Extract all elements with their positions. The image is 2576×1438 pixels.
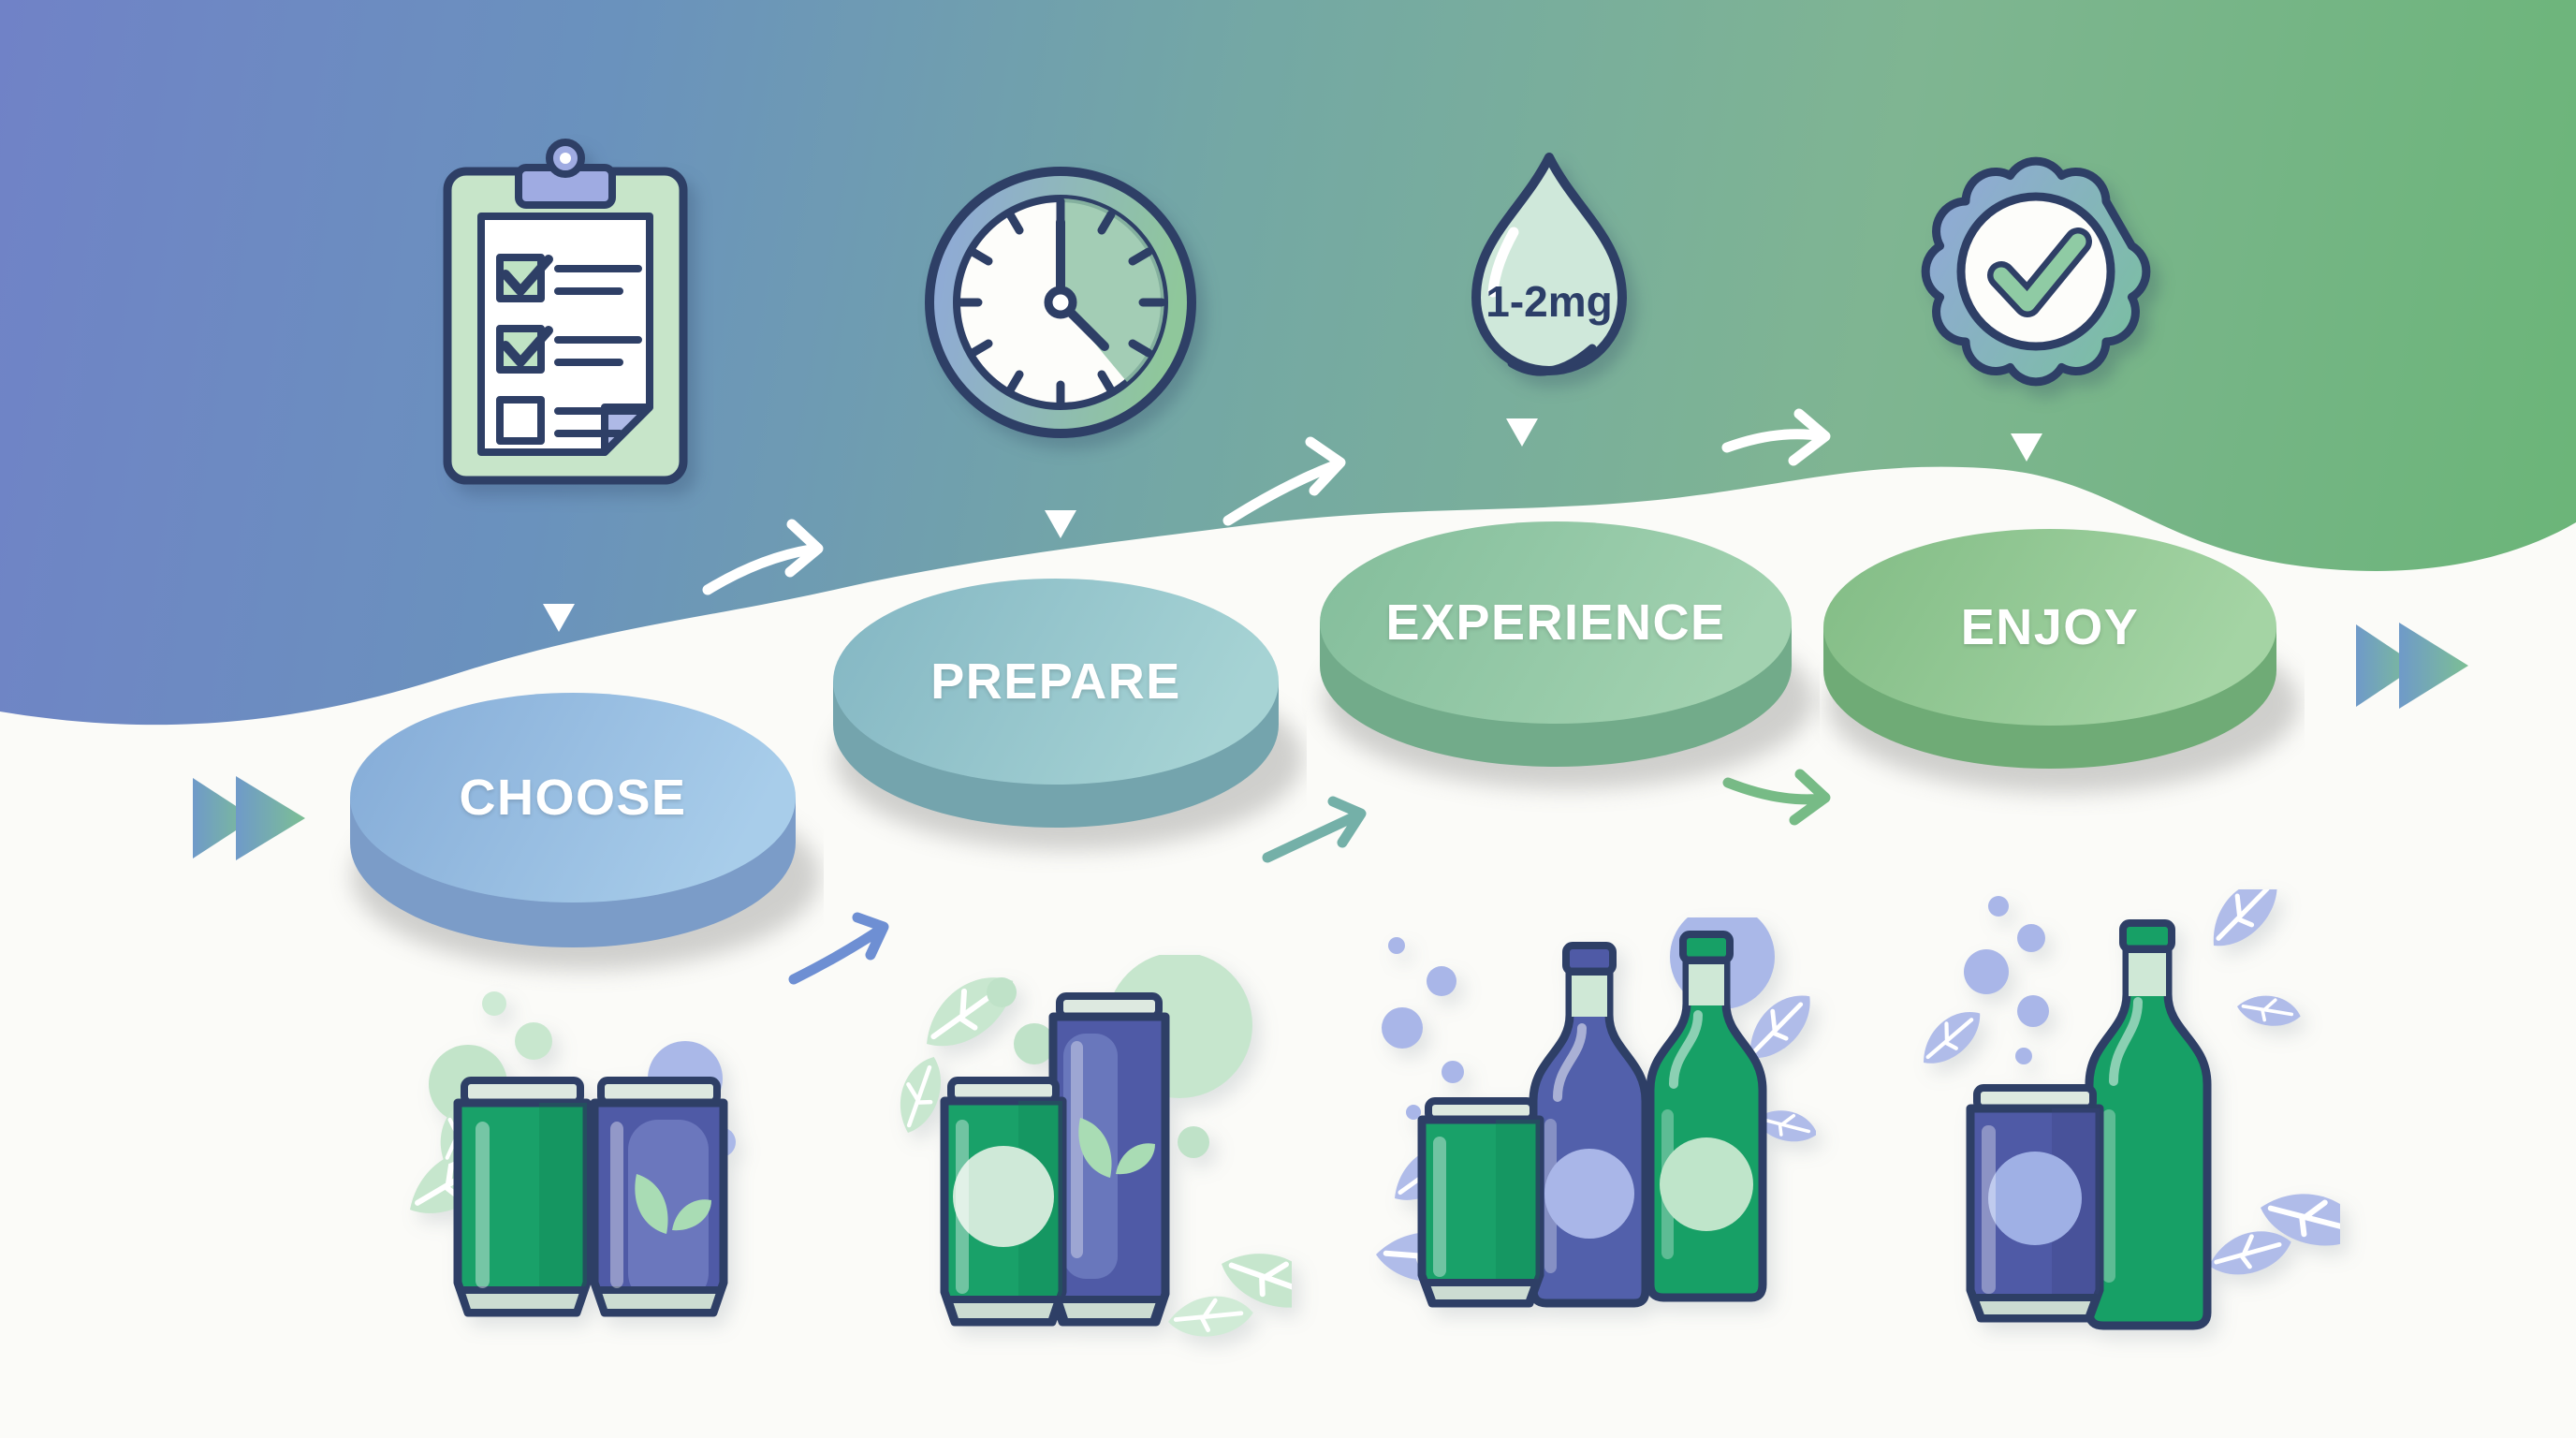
arrow-green-curved (1722, 769, 1831, 826)
step-disc-prepare (833, 579, 1303, 850)
step-disc-experience (1320, 521, 1814, 789)
pointer-triangle-prepare (1045, 510, 1076, 538)
illustration-bottle-enjoy (1891, 889, 2340, 1330)
tall-green-bottle (2085, 919, 2212, 1330)
illustration-cans-choose (356, 991, 736, 1317)
illustration-bottles-experience (1348, 917, 1816, 1308)
arrow-experience-to-enjoy (1721, 408, 1831, 466)
blue-bottle (1529, 942, 1650, 1308)
step-label-enjoy: ENJOY (1960, 599, 2140, 655)
step-disc-enjoy (1823, 529, 2299, 793)
circle-label (1544, 1149, 1634, 1239)
leaf-decor (2196, 889, 2294, 956)
pointer-triangle-choose (543, 604, 575, 632)
fast-forward-left-icon (193, 776, 305, 860)
arrow-blue-curved (788, 912, 889, 985)
green-can (1417, 1097, 1544, 1308)
step-label-experience: EXPERIENCE (1385, 594, 1726, 651)
blue-can (590, 1077, 728, 1317)
blue-can (1966, 1084, 2104, 1323)
leaf-decor (911, 966, 1028, 1057)
green-bottle (1646, 931, 1767, 1302)
fast-forward-right-icon (2356, 623, 2468, 709)
step-disc-choose (350, 693, 820, 970)
illustration-cans-prepare (861, 955, 1292, 1367)
pointer-triangle-enjoy (2011, 433, 2042, 462)
two-leaf-logo (635, 1174, 711, 1234)
dosage-drop-icon: 1-2mg (1471, 153, 1627, 376)
step-label-choose: CHOOSE (459, 770, 687, 826)
arrow-choose-to-prepare (702, 519, 824, 595)
approval-badge-icon (1921, 156, 2151, 387)
arrow-teal-straight (1262, 796, 1367, 863)
two-leaf-logo (1078, 1118, 1155, 1178)
circle-logo (953, 1146, 1054, 1247)
dosage-label: 1-2mg (1486, 277, 1612, 326)
green-can (453, 1077, 592, 1317)
circle-logo (1988, 1152, 2082, 1245)
step-label-prepare: PREPARE (930, 653, 1181, 710)
pointer-triangle-experience (1506, 418, 1538, 447)
tall-blue-can (1048, 992, 1170, 1327)
arrow-prepare-to-experience (1222, 436, 1346, 526)
short-green-can (940, 1077, 1067, 1327)
checklist-clipboard-icon (443, 139, 688, 485)
clock-icon (925, 167, 1196, 438)
circle-label (1660, 1137, 1753, 1231)
